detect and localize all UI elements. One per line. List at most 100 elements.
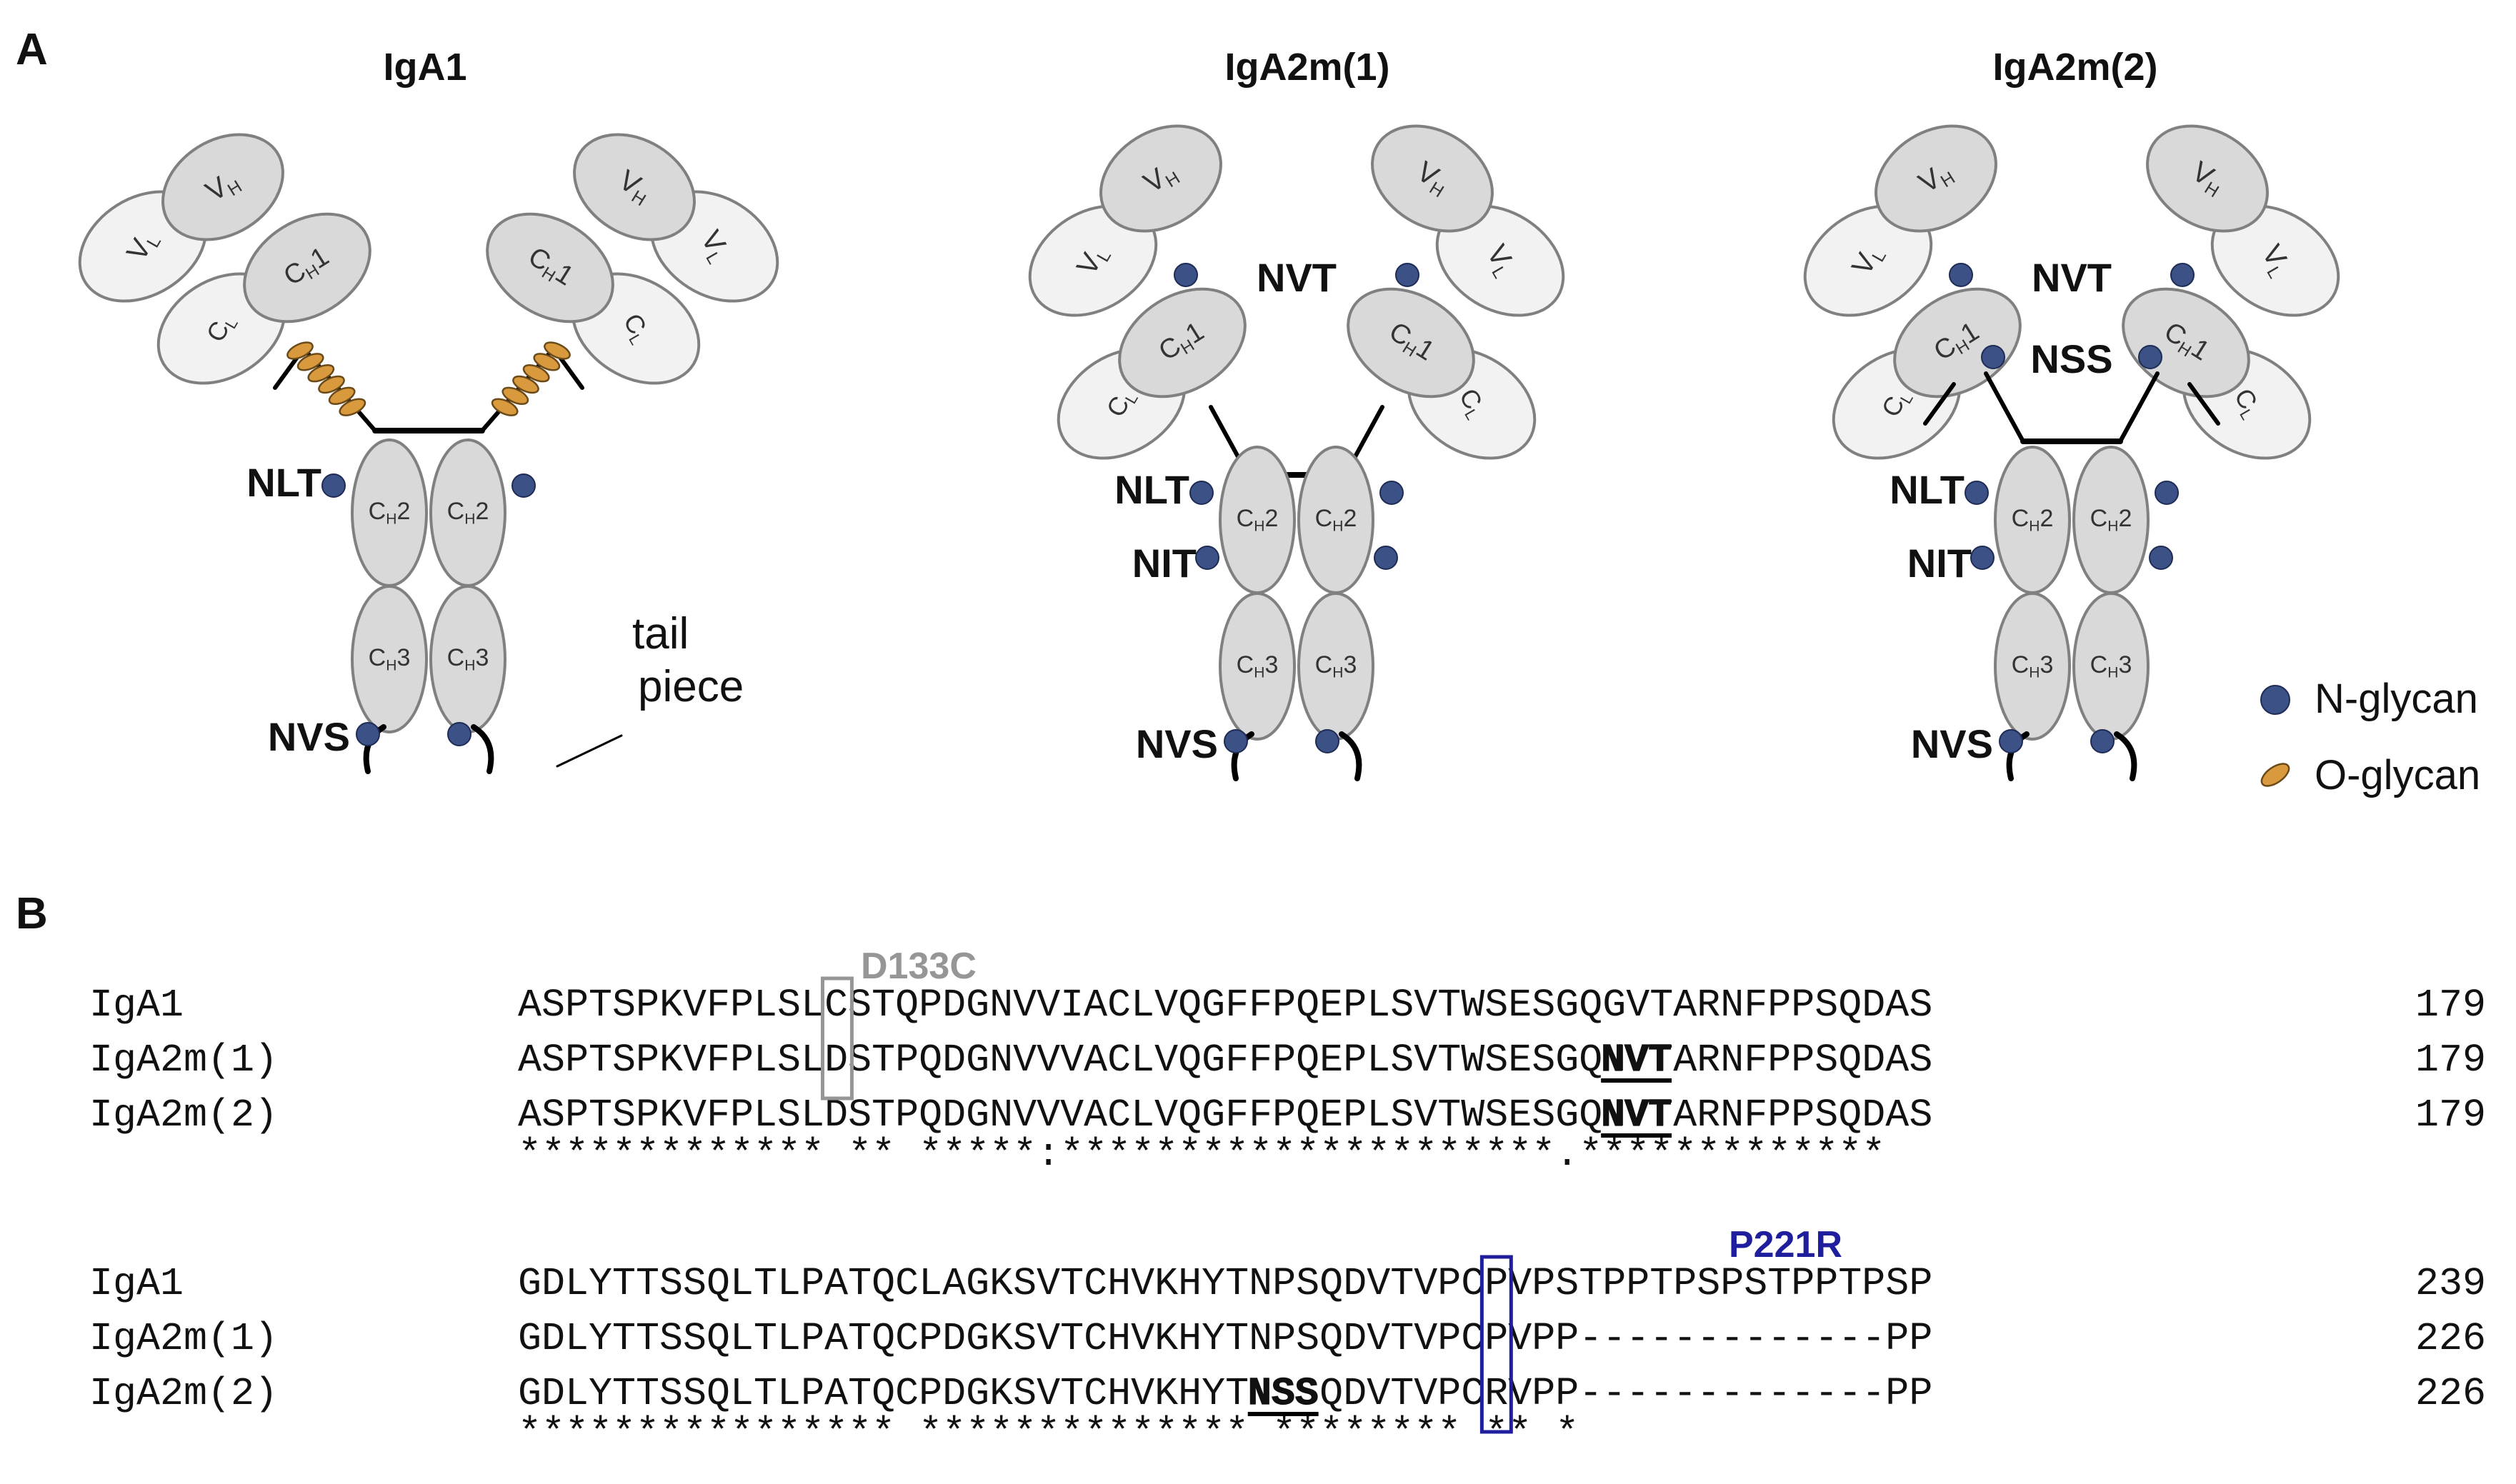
- n-glycan-nlt-right: [2155, 481, 2179, 505]
- ch2-label-right: CH2: [1315, 505, 1357, 534]
- o-glycan-mark: [296, 353, 324, 371]
- sequence-name: IgA2m(2): [89, 1093, 278, 1138]
- ch2-label-right: CH2: [2090, 505, 2132, 534]
- sequence-position: 226: [2415, 1371, 2486, 1416]
- ch3-label-right: CH3: [447, 644, 489, 673]
- n-glycan-nvs-right: [2090, 729, 2115, 753]
- n-glycan-nvs-left: [1224, 729, 1248, 753]
- site-nit: NIT: [1132, 541, 1197, 586]
- o-glycan-mark: [501, 386, 529, 406]
- cl-tether-left: [1923, 382, 1956, 426]
- hinge-right: [2118, 371, 2160, 443]
- o-glycan-mark: [307, 364, 335, 383]
- site-nlt: NLT: [246, 460, 321, 505]
- glycosite-bold-overlay: NVT: [1601, 1038, 1672, 1083]
- n-glycan-nvs-left: [1999, 729, 2023, 753]
- sequence-position: 179: [2415, 983, 2486, 1028]
- molecule-title: IgA1: [383, 46, 466, 89]
- n-glycan-nlt-left: [321, 473, 346, 498]
- n-glycan-nvt-left: [1174, 263, 1198, 287]
- sequence-residues: GDLYTTSSQLTLPATQCLAGKSVTCHVKHYTNPSQDVTVP…: [518, 1261, 1932, 1306]
- vh-domain-left: [1371, 124, 1494, 233]
- site-nit: NIT: [1907, 541, 1972, 586]
- sequence-residues: ASPTSPKVFPLSLDSTPQDGNVVVACLVQGFFPQEPLSVT…: [518, 1038, 1932, 1083]
- ch2-label-left: CH2: [1237, 505, 1279, 534]
- n-glycan-nss-right: [2138, 345, 2162, 369]
- o-glycan-mark: [533, 353, 561, 371]
- vh-domain-right: [1874, 124, 1997, 233]
- conservation-line: **************** ************** ********…: [518, 1410, 1579, 1455]
- n-glycan-nit-left: [1195, 546, 1219, 570]
- sequence-residues: GDLYTTSSQLTLPATQCPDGKSVTCHVKHYTNSSQDVTVP…: [518, 1371, 1932, 1416]
- ch1-domain-right: [1893, 287, 2022, 398]
- site-nss: NSS: [2030, 336, 2112, 381]
- glycosite-bold-overlay: NSS: [1248, 1371, 1319, 1416]
- vh-domain-right: [161, 133, 284, 241]
- sequence-residues: GDLYTTSSQLTLPATQCPDGKSVTCHVKHYTNPSQDVTVP…: [518, 1316, 1932, 1361]
- n-glycan-nvt-right: [2170, 263, 2195, 287]
- vh-domain-right: [1099, 124, 1222, 233]
- cl-tether-right: [2187, 382, 2220, 426]
- n-glycan-nlt-left: [1189, 481, 1214, 505]
- panel-a-letter: A: [16, 25, 48, 74]
- mutation-label: P221R: [1729, 1224, 1842, 1265]
- tailpiece-right: [471, 724, 494, 774]
- site-nvs: NVS: [1911, 721, 1993, 766]
- molecule-iga2m2: IgA2m(2)VHVLCH1CLVHVLCH1CLCH2CH3CH2CH3NL…: [1803, 46, 2340, 781]
- tailpiece-right: [1339, 731, 1362, 781]
- ch2-label-left: CH2: [369, 498, 411, 527]
- o-glycan-mark: [512, 375, 539, 394]
- site-nvs: NVS: [1136, 721, 1218, 766]
- ch3-label-left: CH3: [1237, 651, 1279, 681]
- molecule-title: IgA2m(2): [1992, 46, 2157, 89]
- site-nvt: NVT: [2032, 255, 2112, 300]
- o-glycan-mark: [286, 341, 314, 360]
- site-nlt: NLT: [1890, 467, 1965, 512]
- legend-o-glycan-label: O-glycan: [2315, 752, 2480, 798]
- molecule-title: IgA2m(1): [1224, 46, 1389, 89]
- sequence-position: 226: [2415, 1316, 2486, 1361]
- molecule-iga1: IgA1VHVLCH1CLVHVLCH1CLCH2CH3CH2CH3NLTNVS…: [78, 46, 779, 774]
- n-glycan-nit-right: [2149, 546, 2173, 570]
- vh-domain-left: [573, 133, 696, 241]
- sequence-residues: ASPTSPKVFPLSLDSTPQDGNVVVACLVQGFFPQEPLSVT…: [518, 1093, 1932, 1138]
- o-glycan-mark: [491, 398, 519, 416]
- ch3-domain-left: [1219, 592, 1296, 741]
- ch1-domain-left: [2122, 287, 2250, 398]
- site-nvt: NVT: [1257, 255, 1337, 300]
- site-nlt: NLT: [1114, 467, 1189, 512]
- sequence-name: IgA2m(2): [89, 1371, 278, 1416]
- vh-domain-left: [2146, 124, 2269, 233]
- ch2-label-right: CH2: [447, 498, 489, 527]
- n-glycan-nvt-left: [1949, 263, 1973, 287]
- sequence-position: 239: [2415, 1261, 2486, 1306]
- mutation-box: [820, 976, 854, 1101]
- n-glycan-nvt-right: [1395, 263, 1419, 287]
- molecule-iga2m1: IgA2m(1)VHVLCH1CLVHVLCH1CLCH2CH3CH2CH3NL…: [1028, 46, 1565, 781]
- legend-n-glycan-swatch: [2260, 685, 2290, 715]
- tailpiece-right: [2114, 731, 2137, 781]
- hinge-left: [1984, 371, 2025, 443]
- sequence-name: IgA2m(1): [89, 1038, 278, 1083]
- alignment-block-2: P221R IgA1 GDLYTTSSQLTLPATQCLAGKSVTCHVKHYT…: [89, 1224, 2486, 1455]
- n-glycan-nvs-right: [447, 722, 471, 746]
- ch1-domain-left: [486, 212, 614, 324]
- mutation-label: D133C: [861, 946, 977, 987]
- n-glycan-nit-right: [1374, 546, 1398, 570]
- ch3-label-left: CH3: [2012, 651, 2054, 681]
- n-glycan-nit-left: [1970, 546, 1995, 570]
- ch3-domain-left: [1994, 592, 2071, 741]
- ch3-label-right: CH3: [2090, 651, 2132, 681]
- n-glycan-nvs-left: [356, 722, 380, 746]
- n-glycan-nlt-left: [1965, 481, 1989, 505]
- sequence-position: 179: [2415, 1038, 2486, 1083]
- ch3-label-left: CH3: [369, 644, 411, 673]
- sequence-name: IgA1: [89, 983, 184, 1028]
- cl-label-right: CL: [1875, 383, 1917, 423]
- sequence-name: IgA1: [89, 1261, 184, 1306]
- o-glycan-mark: [339, 398, 366, 416]
